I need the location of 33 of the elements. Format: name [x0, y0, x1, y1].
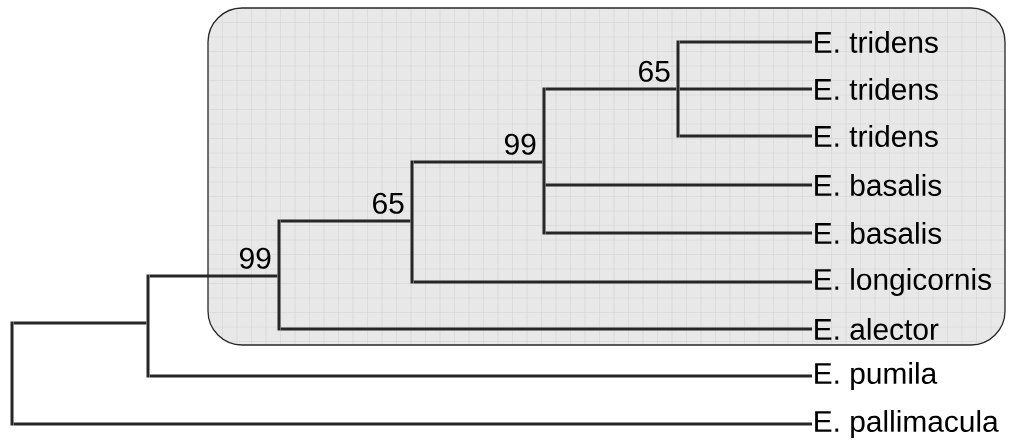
branch-junction — [10, 321, 14, 426]
tree-branch — [149, 274, 278, 278]
tree-branch — [413, 160, 543, 164]
taxon-label: E. pallimacula — [815, 410, 999, 438]
tree-branch — [679, 87, 812, 91]
branch-junction — [542, 87, 546, 235]
taxon-label: E. tridens — [815, 125, 938, 147]
tree-branch — [413, 280, 812, 284]
tree-branch — [13, 422, 812, 426]
taxon-label: E. longicornis — [815, 268, 991, 296]
tree-branch — [545, 231, 812, 235]
taxon-label: E. tridens — [815, 31, 938, 53]
taxon-label: E. basalis — [815, 222, 942, 244]
tree-branch — [280, 219, 411, 223]
tree-branch — [679, 134, 812, 138]
tree-branch — [280, 327, 812, 331]
tree-branch — [149, 374, 812, 378]
branch-junction — [146, 274, 150, 378]
bootstrap-value: 65 — [639, 60, 670, 82]
tree-branch — [545, 183, 812, 187]
tree-branch — [13, 321, 147, 325]
tree-branch — [545, 87, 677, 91]
taxon-label: E. alector — [815, 318, 939, 340]
taxon-label: E. basalis — [815, 174, 942, 196]
branch-junction — [410, 160, 414, 284]
bootstrap-value: 99 — [239, 247, 271, 269]
tree-branch — [679, 40, 812, 44]
branch-junction — [676, 40, 680, 138]
branch-junction — [277, 219, 281, 331]
bootstrap-value: 65 — [373, 192, 404, 214]
taxon-label: E. pumila — [815, 362, 938, 390]
bootstrap-value: 99 — [504, 133, 536, 155]
taxon-label: E. tridens — [815, 78, 938, 100]
